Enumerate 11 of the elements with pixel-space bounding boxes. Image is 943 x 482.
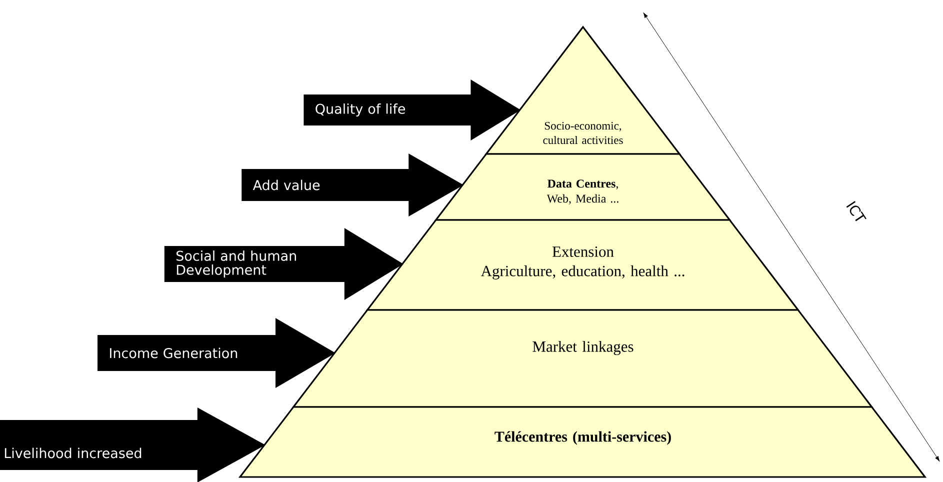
block-arrow — [242, 154, 464, 216]
arrow-label: Social and human Development — [176, 250, 296, 278]
dimension-label: ICT — [846, 200, 866, 222]
arrow-label: Income Generation — [110, 348, 238, 358]
block-arrow — [164, 228, 404, 300]
arrow-label: Livelihood increased — [4, 448, 142, 458]
arrow-label: Quality of life — [316, 103, 405, 117]
block-arrow — [304, 80, 521, 140]
arrow-label: Add value — [252, 180, 320, 190]
block-arrow — [0, 408, 266, 482]
block-arrow — [98, 318, 336, 388]
